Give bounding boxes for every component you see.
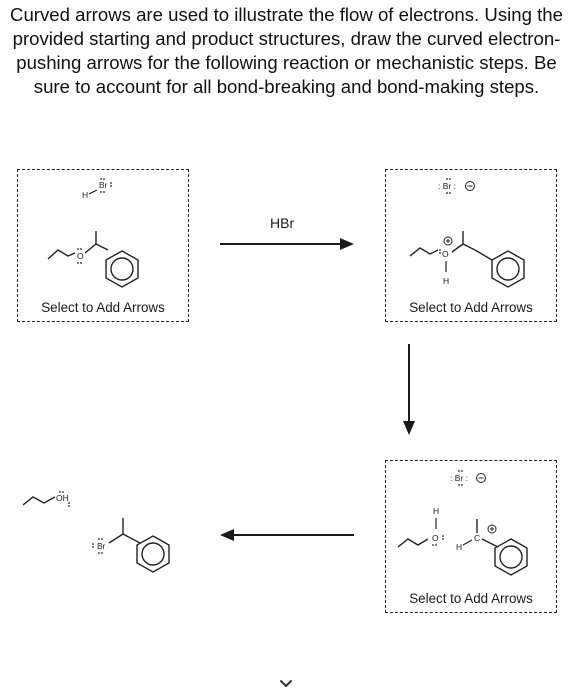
product-cbr-bond (108, 533, 124, 544)
reagent-label: HBr (270, 215, 295, 231)
step3-bromide-lone-pairs (458, 470, 463, 486)
step2-structure: : Br : O H (409, 178, 525, 288)
step2-ethyl-chain (409, 247, 439, 257)
plus-charge-icon (443, 236, 453, 246)
step3-c-atom: C (474, 533, 480, 543)
product-bromide: Br (92, 518, 170, 573)
step2-bromide-atom: : Br : (438, 181, 456, 191)
forward-reaction-arrow (220, 238, 354, 250)
step3-add-arrows-button[interactable]: Select to Add Arrows (409, 591, 533, 606)
step2-benzylic-chain (451, 243, 476, 253)
product-ring-bond (122, 533, 141, 544)
step3-h-atom-top: H (433, 506, 439, 516)
step1-ethyl-chain (47, 249, 76, 260)
step1-box[interactable]: H Br O Select to Add Arrows (17, 169, 189, 322)
plus-charge-icon (487, 524, 497, 534)
product-br-atom: Br (97, 541, 106, 551)
step3-box[interactable]: : Br : H O H C (385, 460, 557, 613)
product-reaction-arrow (220, 529, 354, 541)
step1-o-lone-pairs (77, 248, 82, 264)
step2-box[interactable]: : Br : O H (385, 169, 557, 322)
step3-ring-bond (481, 538, 499, 548)
step2-o-atom: O (442, 249, 449, 259)
step2-phenyl-ring (474, 249, 525, 288)
step3-structure: : Br : H O H C (397, 470, 528, 576)
step2-h-atom: H (443, 276, 449, 286)
step3-ethyl-chain (397, 538, 429, 548)
instructions-text: Curved arrows are used to illustrate the… (10, 4, 563, 97)
step2-o-lone-pair (439, 249, 441, 254)
step1-phenyl-ring (105, 250, 139, 288)
step1-hbr-bond (88, 189, 98, 195)
step1-br-atom: Br (99, 180, 108, 190)
step1-structure: H Br O (47, 178, 139, 288)
step2-bromide-lone-pairs (446, 178, 451, 194)
product-oh-lone-pairs (59, 491, 70, 507)
minus-charge-icon (476, 473, 486, 483)
step2-add-arrows-button[interactable]: Select to Add Arrows (409, 300, 533, 315)
chevron-down-icon[interactable] (278, 676, 294, 692)
step3-h-atom-cation: H (456, 542, 462, 552)
minus-charge-icon (465, 181, 475, 191)
product-phenyl-ring (136, 535, 170, 573)
step3-o-atom: O (432, 533, 439, 543)
step3-phenyl-ring (494, 538, 528, 576)
step3-o-lone-pairs (432, 535, 444, 546)
step1-add-arrows-button[interactable]: Select to Add Arrows (41, 300, 165, 315)
step3-ch-bond (462, 539, 473, 546)
step3-bromide-atom: : Br : (450, 473, 468, 483)
product-br-lone-pairs (92, 538, 103, 554)
step1-h-atom: H (82, 190, 88, 200)
step1-o-atom: O (77, 251, 84, 261)
step1-br-lone-pairs (100, 178, 112, 193)
down-reaction-arrow (403, 344, 415, 435)
product-oh-atom: OH (56, 493, 69, 503)
product-ethanol: OH (22, 491, 70, 507)
step1-benzylic-chain (84, 243, 109, 254)
